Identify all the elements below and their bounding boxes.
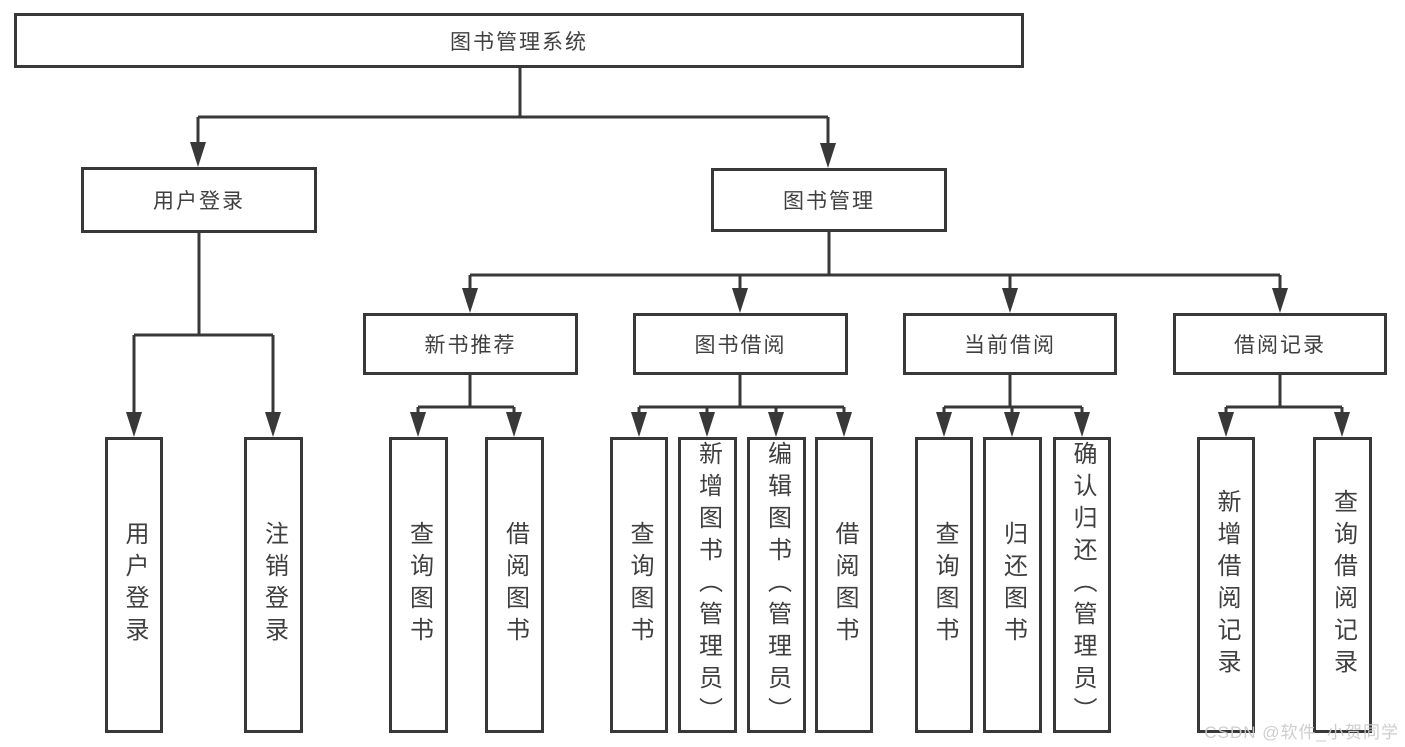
node-leaf-confirm-return-admin: 确认归还（管理员） [1053, 437, 1111, 733]
node-label: 图书管理系统 [450, 30, 588, 54]
node-leaf-query-borrow-record: 查询借阅记录 [1313, 437, 1372, 733]
node-label: 用户登录 [153, 190, 245, 213]
node-label: 借阅图书 [501, 521, 529, 649]
node-borrow-records: 借阅记录 [1173, 313, 1387, 375]
node-leaf-borrow-books-1: 借阅图书 [485, 437, 544, 733]
node-label: 借阅记录 [1234, 334, 1326, 357]
csdn-watermark: CSDN @软件_小贺同学 [1204, 723, 1399, 742]
node-book-borrow: 图书借阅 [633, 313, 848, 375]
node-label: 图书管理 [783, 190, 875, 213]
node-label: 查询图书 [931, 521, 958, 649]
node-label: 用户登录 [121, 521, 148, 649]
node-label: 查询图书 [405, 521, 433, 649]
node-leaf-query-books-2: 查询图书 [610, 437, 668, 733]
node-label: 查询图书 [626, 521, 653, 649]
node-leaf-edit-books-admin: 编辑图书（管理员） [747, 437, 806, 733]
node-label: 图书借阅 [694, 334, 787, 357]
node-label: 归还图书 [999, 521, 1027, 649]
node-label: 确认归还（管理员） [1069, 441, 1096, 729]
node-label: 注销登录 [260, 521, 288, 649]
node-leaf-query-books-3: 查询图书 [915, 437, 973, 733]
node-leaf-user-login: 用户登录 [105, 437, 163, 733]
node-leaf-add-borrow-record: 新增借阅记录 [1197, 437, 1255, 733]
node-label: 编辑图书（管理员） [763, 441, 791, 729]
node-book-management: 图书管理 [711, 168, 947, 232]
node-current-borrow: 当前借阅 [903, 313, 1117, 375]
node-user-login-module: 用户登录 [81, 167, 317, 233]
node-leaf-return-books: 归还图书 [983, 437, 1042, 733]
node-label: 借阅图书 [831, 521, 858, 649]
node-library-system: 图书管理系统 [14, 13, 1024, 68]
node-leaf-query-books-1: 查询图书 [389, 437, 448, 733]
node-leaf-logout: 注销登录 [244, 437, 303, 733]
node-label: 新书推荐 [424, 334, 517, 357]
node-label: 新增图书（管理员） [694, 441, 722, 729]
node-label: 新增借阅记录 [1213, 489, 1240, 681]
node-leaf-borrow-books-2: 借阅图书 [815, 437, 873, 733]
node-new-book-recommend: 新书推荐 [363, 313, 578, 375]
node-label: 当前借阅 [964, 334, 1056, 357]
node-label: 查询借阅记录 [1329, 489, 1357, 681]
node-leaf-add-books-admin: 新增图书（管理员） [678, 437, 737, 733]
